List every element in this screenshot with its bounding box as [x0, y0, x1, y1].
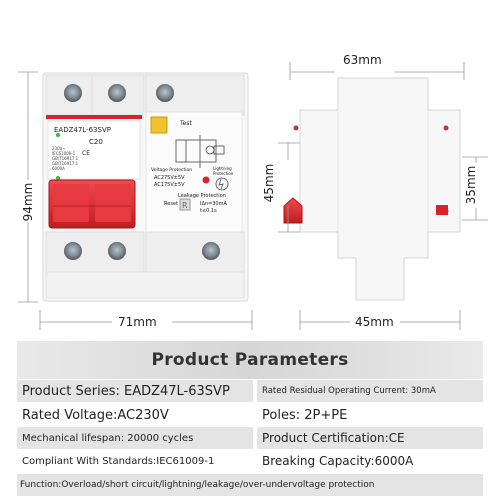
dim-label-35mm: 35mm: [464, 165, 478, 205]
param-rated-voltage: Rated Voltage:AC230V: [17, 404, 253, 426]
reset-label: Reset: [164, 201, 178, 207]
dimension-63mm: [289, 62, 465, 80]
leakage-time-value: t≤0.1s: [200, 208, 217, 214]
dimension-35mm: [462, 156, 488, 221]
device-spec-line: IEC61009-1: [52, 151, 76, 156]
table-row-function: Function:Overload/short circuit/lightnin…: [17, 474, 483, 496]
dim-label-94mm: 94mm: [21, 182, 35, 222]
voltage-value-low: AC175V±5V: [154, 182, 185, 188]
breaker-side: [283, 77, 461, 301]
dimension-94mm: [18, 71, 38, 303]
device-small-specs: 230V~ IEC61009-1 GB/T16917.1 GB/T16917.1…: [52, 146, 78, 171]
device-rating-label: C20: [89, 138, 103, 146]
dim-label-63mm: 63mm: [343, 53, 382, 67]
param-residual-current: Rated Residual Operating Current: 30mA: [257, 380, 483, 402]
param-certification: Product Certification:CE: [257, 427, 483, 449]
param-standards: Compliant With Standards:IEC61009-1: [17, 450, 253, 472]
dim-label-71mm: 71mm: [118, 315, 157, 329]
param-product-series: Product Series: EADZ47L-63SVP: [17, 380, 253, 402]
dimension-45mm-horizontal: [299, 310, 461, 330]
param-mechanical-lifespan: Mechanical lifespan: 20000 cycles: [17, 427, 253, 449]
product-illustration: R: [18, 62, 488, 330]
leakage-current-value: IΔn=30mA: [200, 201, 227, 207]
device-model-label: EADZ47L-63SVP: [54, 126, 111, 134]
dimension-71mm: [39, 310, 253, 330]
svg-text:R: R: [182, 201, 188, 210]
test-button-label: Test: [180, 120, 192, 127]
voltage-protection-label: Voltage Protection: [151, 168, 193, 173]
dim-label-45mm-horizontal: 45mm: [355, 315, 394, 329]
parameters-header: Product Parameters: [17, 341, 483, 379]
parameters-title: Product Parameters: [151, 350, 349, 370]
device-spec-line: GB/T16917.1: [52, 161, 79, 166]
device-ce-mark: CE: [82, 150, 90, 157]
device-spec-line: 230V~: [52, 146, 66, 151]
voltage-value-high: AC275V±5V: [154, 175, 185, 181]
lightning-protection-label: Lightning Protection: [213, 166, 234, 176]
leakage-protection-label: Leakage Protection: [178, 193, 226, 199]
device-spec-line: 6000A: [52, 166, 65, 171]
table-row: Product Series: EADZ47L-63SVP Rated Resi…: [17, 380, 483, 402]
param-poles: Poles: 2P+PE: [257, 404, 483, 426]
table-row: Rated Voltage:AC230V Poles: 2P+PE: [17, 404, 483, 426]
param-breaking-capacity: Breaking Capacity:6000A: [257, 450, 483, 472]
param-function: Function:Overload/short circuit/lightnin…: [17, 474, 483, 496]
table-row: Mechanical lifespan: 20000 cycles Produc…: [17, 427, 483, 449]
breaker-front: R: [42, 72, 249, 302]
table-row: Compliant With Standards:IEC61009-1 Brea…: [17, 450, 483, 472]
dim-label-45mm-vertical: 45mm: [262, 163, 276, 203]
dimension-45mm-vertical: [278, 142, 300, 233]
device-spec-line: GB/T16917.1: [52, 156, 79, 161]
